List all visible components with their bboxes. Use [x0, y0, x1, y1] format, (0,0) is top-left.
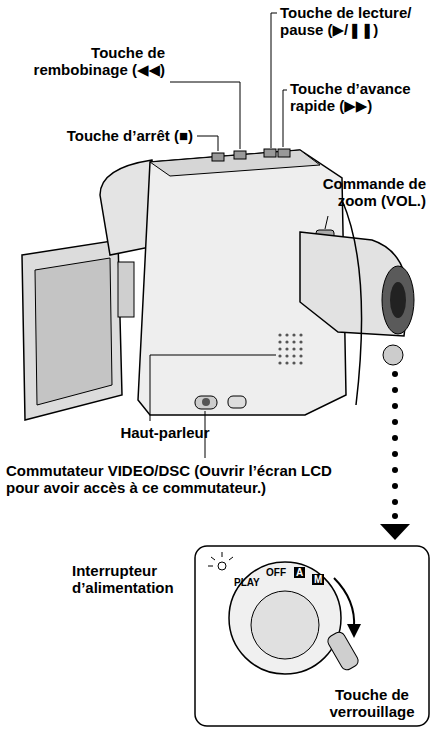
button-label: Touche de verrouillage [318, 686, 426, 721]
switch-label: Commutateur VIDEO/DSC (Ouvrir l’écran LC… [6, 462, 366, 497]
control-label: Commande de zoom (VOL.) [314, 175, 426, 210]
dial-mark: A [294, 567, 305, 578]
button-label: Touche de lecture/ pause (▶/❚❚) [280, 4, 425, 39]
dial-mark: PLAY [234, 577, 260, 588]
button-label: Touche de rembobinage (◀◀) [20, 44, 165, 79]
switch-label: Interrupteur d’alimentation [72, 562, 190, 597]
dial-mark: M [312, 574, 324, 585]
part-label: Haut-parleur [105, 424, 225, 441]
button-label: Touche d’arrêt (■) [28, 127, 193, 144]
button-label: Touche d’avance rapide (▶▶) [290, 80, 425, 115]
dial-mark: OFF [266, 567, 286, 578]
